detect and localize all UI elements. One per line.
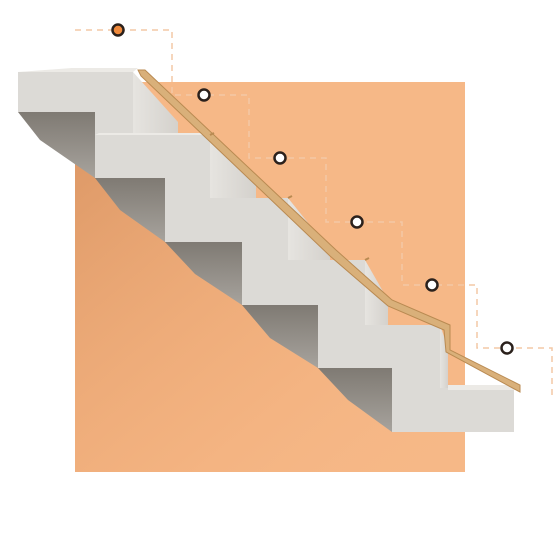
step-1-riser — [133, 72, 178, 135]
step-marker-6 — [500, 341, 514, 355]
step-underside-2 — [95, 178, 165, 242]
step-markers — [111, 23, 514, 355]
wood-stringer — [137, 69, 521, 393]
step-1-front — [18, 72, 133, 135]
step-underside-5 — [318, 368, 392, 432]
step-underside-1 — [18, 112, 95, 178]
step-underside-4 — [242, 305, 318, 368]
step-3-front — [165, 198, 288, 260]
step-5-front — [318, 325, 440, 388]
step-marker-5 — [425, 278, 439, 292]
staircase — [18, 68, 521, 432]
step-marker-4 — [350, 215, 364, 229]
step-marker-2 — [197, 88, 211, 102]
step-2-top — [95, 133, 214, 135]
step-1-top — [18, 68, 138, 72]
step-6-front — [392, 388, 514, 432]
step-4-front — [242, 260, 365, 325]
step-5-riser — [440, 325, 448, 388]
wood-edge-line-2 — [287, 195, 293, 199]
step-2-front — [95, 135, 210, 198]
step-6-top — [448, 385, 520, 390]
wood-edge-line-3 — [364, 257, 370, 261]
wood-edge-line-1 — [209, 132, 215, 136]
step-underside-3 — [165, 242, 242, 305]
step-marker-3 — [273, 151, 287, 165]
step-marker-1 — [111, 23, 125, 37]
dashed-guide-line — [75, 29, 553, 396]
